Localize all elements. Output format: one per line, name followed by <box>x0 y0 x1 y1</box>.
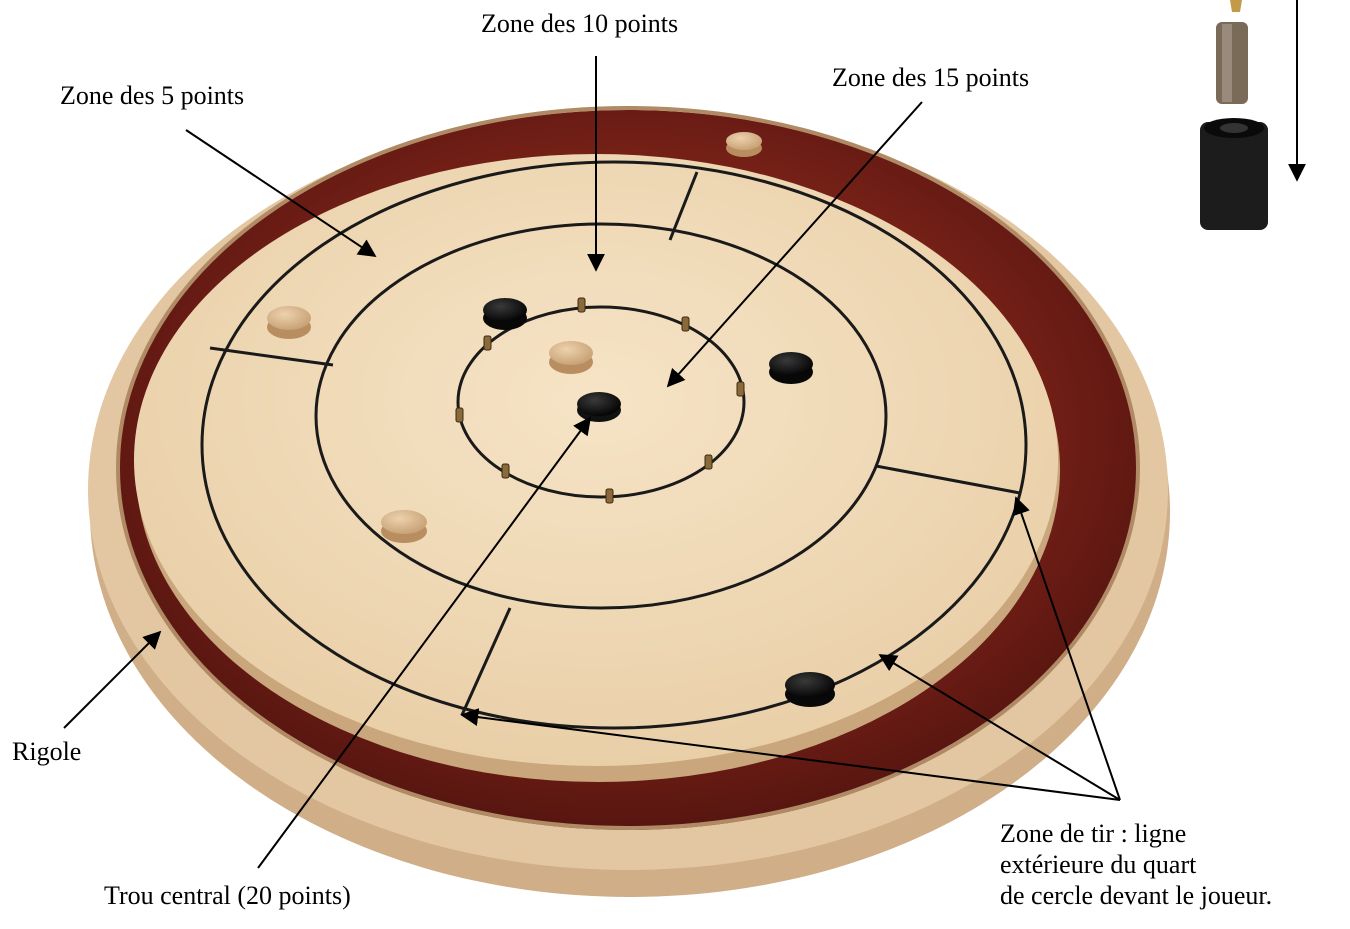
peg <box>705 455 712 469</box>
label-zone-10-points: Zone des 10 points <box>481 8 678 39</box>
dark-disc <box>483 298 527 330</box>
label-zone-de-tir-line3: de cercle devant le joueur. <box>1000 880 1272 911</box>
peg <box>682 317 689 331</box>
label-rigole: Rigole <box>12 736 81 767</box>
peg <box>737 382 744 396</box>
peg <box>502 464 509 478</box>
label-zone-de-tir: Zone de tir : ligne extérieure du quart … <box>1000 818 1272 912</box>
light-disc <box>549 341 593 374</box>
light-disc <box>726 132 762 157</box>
peg <box>484 336 491 350</box>
label-zone-de-tir-line2: extérieure du quart <box>1000 849 1272 880</box>
label-trou-central: Trou central (20 points) <box>104 880 351 911</box>
peg-sleeve-inset <box>1200 0 1297 230</box>
label-zone-de-tir-line1: Zone de tir : ligne <box>1000 818 1272 849</box>
dark-disc <box>785 672 835 707</box>
label-zone-15-points: Zone des 15 points <box>832 62 1029 93</box>
peg <box>578 298 585 312</box>
dark-disc <box>769 352 813 384</box>
light-disc <box>381 510 427 543</box>
peg <box>606 489 613 503</box>
light-disc <box>267 306 311 339</box>
label-zone-5-points: Zone des 5 points <box>60 80 244 111</box>
central-hole-disc <box>577 392 621 422</box>
peg <box>456 408 463 422</box>
